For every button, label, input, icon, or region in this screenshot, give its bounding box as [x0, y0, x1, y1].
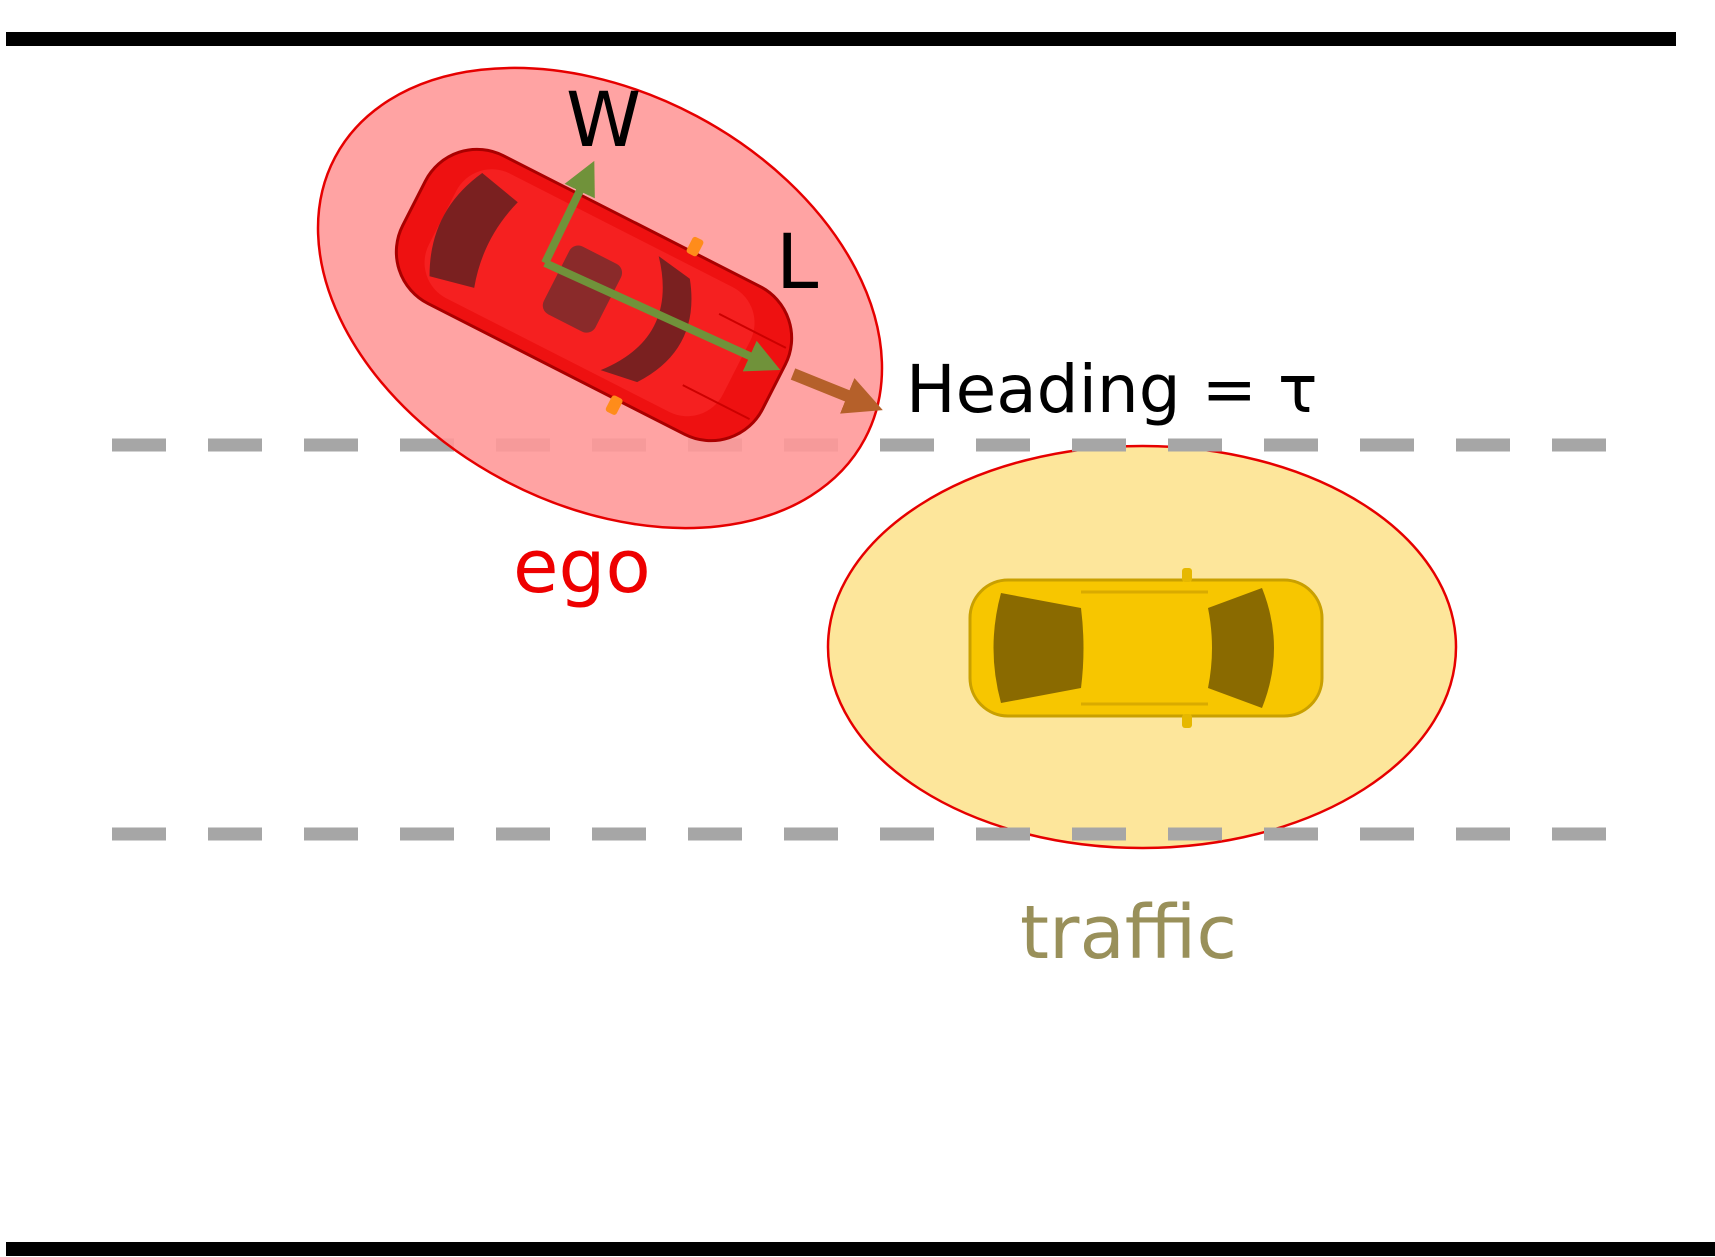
length-axis-arrow [543, 259, 781, 372]
traffic-car [968, 568, 1324, 728]
heading-label: Heading = τ [906, 351, 1318, 428]
width-axis-arrow [541, 160, 595, 265]
ego-label: ego [513, 524, 651, 610]
length-axis-label: L [776, 217, 818, 306]
width-axis-label: W [566, 75, 641, 164]
heading-arrow [790, 368, 883, 414]
traffic-label: traffic [1020, 890, 1237, 976]
